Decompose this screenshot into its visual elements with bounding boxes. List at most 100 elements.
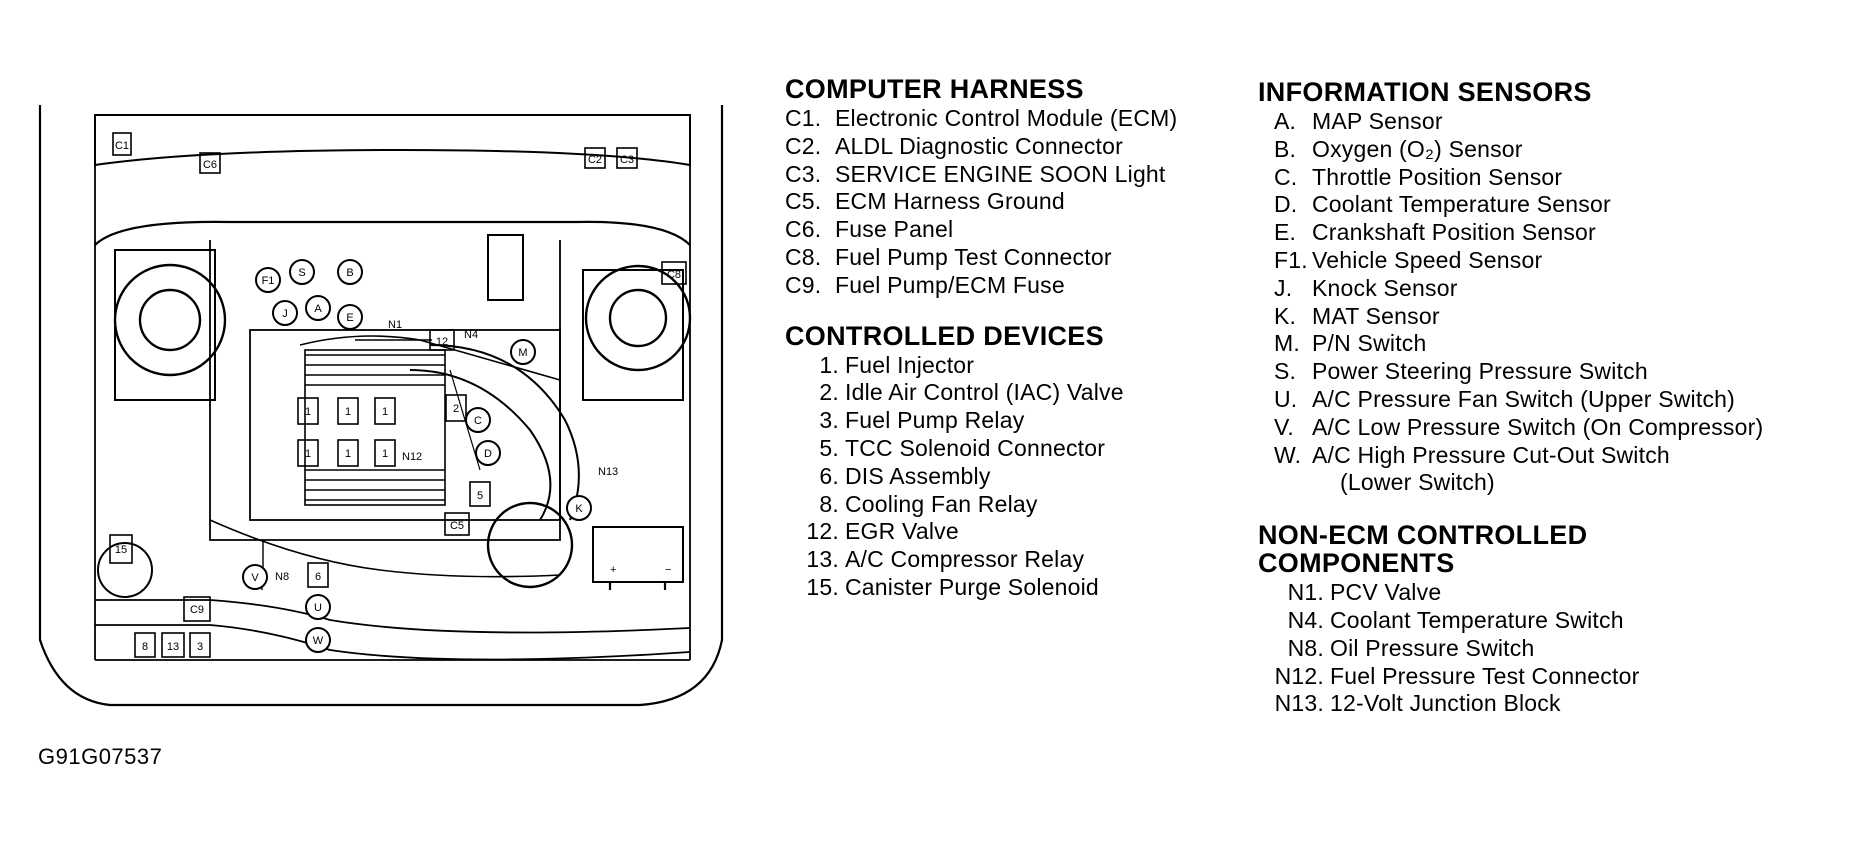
- legend-item-text: PCV Valve: [1330, 579, 1442, 606]
- battery-minus: −: [665, 564, 671, 576]
- legend-item-text: Knock Sensor: [1312, 274, 1458, 301]
- legend-item: 5.TCC Solenoid Connector: [803, 435, 1177, 463]
- section-title-controlled-devices: CONTROLLED DEVICES: [785, 320, 1104, 351]
- relay-5: [469, 481, 491, 507]
- legend-item-text: Idle Air Control (IAC) Valve: [845, 379, 1124, 406]
- relay-8: [134, 632, 156, 658]
- air-cleaner: [486, 501, 574, 589]
- svg-text:J: J: [282, 308, 288, 320]
- sensor-w: [305, 627, 331, 653]
- svg-text:U: U: [314, 602, 322, 614]
- svg-text:B: B: [346, 267, 353, 279]
- computer-harness-list: C1.Electronic Control Module (ECM)C2. ALD…: [785, 105, 1177, 300]
- legend-item-code: N12.: [1274, 662, 1324, 689]
- legend-item: C9.Fuel Pump/ECM Fuse: [785, 272, 1177, 300]
- fuel-injector: [337, 397, 359, 425]
- legend-item-text: ALDL Diagnostic Connector: [835, 132, 1123, 159]
- legend-item-code: D.: [1274, 191, 1298, 218]
- legend-item-text: Fuel Pressure Test Connector: [1330, 662, 1640, 689]
- svg-text:S: S: [298, 267, 305, 279]
- legend-item-code: 3.: [819, 407, 839, 434]
- section-title-non-ecm-line1: NON-ECM CONTROLLED: [1258, 520, 1588, 551]
- engine-bay-outline: [94, 220, 691, 246]
- legend-item-code: 1.: [819, 351, 839, 378]
- legend-item-text: Oxygen (O₂) Sensor: [1312, 135, 1523, 162]
- svg-text:V: V: [251, 572, 259, 584]
- callout-n8: N8: [275, 571, 289, 583]
- legend-item-code: 15.: [806, 573, 839, 600]
- connector-c3: [616, 147, 638, 169]
- legend-item: 15.Canister Purge Solenoid: [803, 574, 1177, 602]
- svg-text:1: 1: [305, 448, 311, 460]
- legend-item-code: 13.: [806, 546, 839, 573]
- legend-item: S.Power Steering Pressure Switch: [1274, 358, 1763, 386]
- sensor-f1: [255, 267, 281, 293]
- legend-item-code: N8.: [1287, 634, 1324, 661]
- legend-item-code: M.: [1274, 330, 1300, 357]
- relay-3: [189, 632, 211, 658]
- legend-item-code: J.: [1274, 274, 1293, 301]
- svg-text:1: 1: [345, 448, 351, 460]
- legend-item: 6.DIS Assembly: [803, 463, 1177, 491]
- left-strut-tower: [113, 263, 227, 377]
- engine-compartment-diagram: + − C1 C6 C2 C3 C8 12 2 C5 5 15 C9 6 8: [38, 105, 724, 707]
- legend-item: B. Oxygen (O₂) Sensor: [1274, 136, 1763, 164]
- legend-item-text: TCC Solenoid Connector: [845, 434, 1106, 461]
- svg-text:6: 6: [315, 571, 321, 583]
- callout-n13: N13: [598, 466, 618, 478]
- legend-item-text: P/N Switch: [1312, 330, 1427, 357]
- battery: [592, 526, 684, 583]
- svg-text:C2: C2: [588, 154, 602, 166]
- legend-item: C1.Electronic Control Module (ECM): [785, 105, 1177, 133]
- fuel-injector: [337, 439, 359, 467]
- legend-item-code: C5.: [785, 188, 822, 215]
- legend-column-left: COMPUTER HARNESS C1.Electronic Control M…: [785, 75, 1177, 602]
- svg-text:2: 2: [453, 403, 459, 415]
- legend-item-code: C1.: [785, 105, 822, 131]
- legend-item-code: B.: [1274, 135, 1297, 162]
- svg-text:8: 8: [142, 641, 148, 653]
- sensor-c: [465, 407, 491, 433]
- legend-item-text: Throttle Position Sensor: [1312, 163, 1563, 190]
- legend-item: N13.12-Volt Junction Block: [1266, 690, 1763, 718]
- legend-item: J. Knock Sensor: [1274, 275, 1763, 303]
- fuse-c9: [183, 596, 211, 622]
- svg-text:F1: F1: [262, 275, 275, 287]
- legend-item-code: C8.: [785, 243, 822, 270]
- svg-text:1: 1: [305, 406, 311, 418]
- sensor-e: [337, 304, 363, 330]
- legend-item: 3.Fuel Pump Relay: [803, 407, 1177, 435]
- legend-item-code: E.: [1274, 219, 1297, 246]
- legend-item-text: EGR Valve: [845, 518, 959, 545]
- legend-item: E.Crankshaft Position Sensor: [1274, 219, 1763, 247]
- legend-item-text: MAP Sensor: [1312, 108, 1443, 134]
- svg-text:12: 12: [436, 336, 448, 348]
- legend-item: K.MAT Sensor: [1274, 303, 1763, 331]
- legend-item: C5.ECM Harness Ground: [785, 188, 1177, 216]
- legend-item: N1.PCV Valve: [1266, 579, 1763, 607]
- callout-n4: N4: [464, 329, 478, 341]
- legend-item-text: A/C High Pressure Cut-Out Switch: [1312, 441, 1670, 468]
- sensor-a: [305, 295, 331, 321]
- legend-item: 8.Cooling Fan Relay: [803, 491, 1177, 519]
- legend-item-code: C2.: [785, 132, 822, 159]
- fuel-injector: [297, 397, 319, 425]
- legend-item-text: Oil Pressure Switch: [1330, 634, 1535, 661]
- legend-item: F1.Vehicle Speed Sensor: [1274, 247, 1763, 275]
- legend-item-text: Coolant Temperature Sensor: [1312, 191, 1611, 218]
- legend-item-text: DIS Assembly: [845, 462, 991, 489]
- svg-text:1: 1: [345, 406, 351, 418]
- legend-item: W. A/C High Pressure Cut-Out Switch: [1274, 442, 1763, 470]
- legend-item: 13.A/C Compressor Relay: [803, 546, 1177, 574]
- svg-text:M: M: [518, 347, 527, 359]
- legend-item-text: SERVICE ENGINE SOON Light: [835, 160, 1166, 187]
- legend-item-code: W.: [1274, 441, 1302, 468]
- svg-text:1: 1: [382, 448, 388, 460]
- legend-item-text: Fuel Pump/ECM Fuse: [835, 271, 1065, 298]
- legend-item: D. Coolant Temperature Sensor: [1274, 191, 1763, 219]
- relay-6: [307, 562, 329, 588]
- callout-n12: N12: [402, 451, 422, 463]
- fuel-injector: [374, 397, 396, 425]
- legend-item: 12.EGR Valve: [803, 518, 1177, 546]
